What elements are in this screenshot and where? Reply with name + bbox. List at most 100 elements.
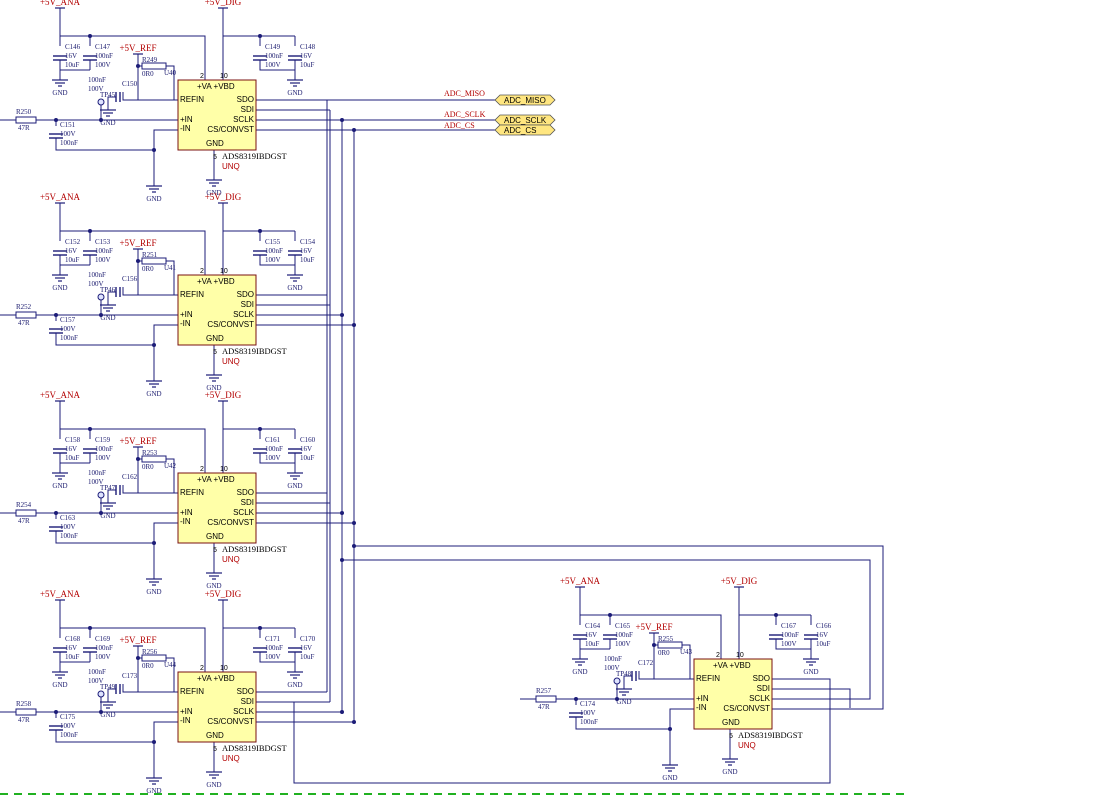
capacitor-value: 100nF — [60, 731, 78, 739]
resistor — [657, 641, 683, 649]
pin-sdi: SDI — [241, 300, 254, 309]
pin-refin: REFIN — [180, 687, 204, 696]
wire — [122, 684, 138, 693]
gnd-label: GND — [662, 774, 677, 782]
pin-cs: CS/CONVST — [723, 704, 770, 713]
pin-va-vbd: +VA +VBD — [197, 82, 235, 91]
pin-gnd: GND — [206, 139, 224, 148]
pin-sdo: SDO — [237, 488, 254, 497]
gnd-label: GND — [287, 482, 302, 490]
wire-va — [59, 401, 206, 473]
pin-va-vbd: +VA +VBD — [197, 277, 235, 286]
capacitor-ref: C168 — [65, 635, 81, 643]
capacitor-value: 100nF — [60, 334, 78, 342]
resistor — [141, 62, 167, 70]
wire — [55, 138, 154, 151]
junction-dot — [652, 643, 656, 647]
pin-sclk: SCLK — [233, 310, 255, 319]
resistor-value: 0R0 — [142, 265, 154, 273]
power-label: +5V_DIG — [721, 576, 758, 586]
resistor — [141, 455, 167, 463]
capacitor-ref: C150 — [122, 80, 138, 88]
capacitor-value: 100V — [781, 640, 797, 648]
junction-dot — [340, 118, 344, 122]
pin-gnd: GND — [206, 334, 224, 343]
label-layer: +5V_ANAC14616V10uFC147100nF100VGND+5V_DI… — [16, 0, 832, 795]
capacitor-value: 10uF — [65, 454, 80, 462]
resistor-ref: R251 — [142, 251, 158, 259]
capacitor-value: 16V — [65, 644, 77, 652]
pin-sdo: SDO — [237, 687, 254, 696]
junction-dot — [258, 427, 262, 431]
net-flag-label: ADC_CS — [504, 126, 536, 135]
pin-number: 2 — [716, 652, 720, 659]
resistor — [141, 257, 167, 265]
wire — [107, 96, 116, 104]
wire — [259, 453, 296, 464]
capacitor-value: 100V — [604, 664, 620, 672]
capacitor-ref: C146 — [65, 43, 81, 51]
resistor-ref: R255 — [658, 635, 674, 643]
resistor — [535, 695, 557, 703]
adc-ic-body — [177, 79, 257, 151]
capacitor-value: 10uF — [300, 454, 315, 462]
power-label: +5V_REF — [119, 635, 156, 645]
wire — [55, 730, 154, 743]
gnd-label: GND — [100, 711, 115, 719]
junction-dot — [88, 427, 92, 431]
pin-refin: REFIN — [696, 674, 720, 683]
gnd-label: GND — [100, 512, 115, 520]
junction-dot — [54, 313, 58, 317]
capacitor-ref: C153 — [95, 238, 111, 246]
pin-minus-in: -IN — [180, 319, 191, 328]
gnd-label: GND — [287, 89, 302, 97]
resistor — [15, 509, 37, 517]
net-flag — [494, 94, 556, 106]
capacitor-value: 100V — [95, 454, 111, 462]
power-label: +5V_REF — [635, 622, 672, 632]
junction-dot — [136, 64, 140, 68]
capacitor-ref: C155 — [265, 238, 281, 246]
junction-dot — [258, 229, 262, 233]
capacitor-value: 10uF — [585, 640, 600, 648]
capacitor-value: 100nF — [95, 644, 113, 652]
capacitor-value: 16V — [300, 52, 312, 60]
junction-dot — [99, 511, 103, 515]
testpoint — [97, 690, 105, 698]
pin-number: 2 — [200, 268, 204, 275]
pin-refin: REFIN — [180, 488, 204, 497]
capacitor-value: 16V — [300, 644, 312, 652]
testpoint — [97, 491, 105, 499]
capacitor-ref: C149 — [265, 43, 281, 51]
pin-va-vbd: +VA +VBD — [197, 475, 235, 484]
capacitor-value: 100nF — [781, 631, 799, 639]
capacitor-value: 10uF — [300, 61, 315, 69]
capacitor-ref: C166 — [816, 622, 832, 630]
gnd-label: GND — [206, 384, 221, 392]
capacitor-ref: C152 — [65, 238, 81, 246]
wire — [623, 675, 632, 683]
pin-number: 2 — [200, 73, 204, 80]
adc-ic-body — [177, 671, 257, 743]
junction-dot — [340, 558, 344, 562]
capacitor-ref: C170 — [300, 635, 316, 643]
wire — [55, 531, 154, 544]
power-label: +5V_ANA — [40, 192, 81, 202]
resistor-value: 47R — [18, 319, 30, 327]
pin-plus-in: +IN — [180, 115, 193, 124]
wire — [122, 92, 138, 101]
wire-va — [59, 600, 206, 672]
junction-dot — [608, 613, 612, 617]
power-label: +5V_DIG — [205, 390, 242, 400]
pin-number: 5 — [213, 349, 217, 356]
gnd-label: GND — [572, 668, 587, 676]
pin-sclk: SCLK — [233, 115, 255, 124]
gnd-label: GND — [146, 390, 161, 398]
resistor-ref: R252 — [16, 303, 32, 311]
net-label-miso: ADC_MISO — [444, 89, 485, 98]
ic-designator: U44 — [164, 661, 177, 669]
part-number: ADS8319IBDGST — [738, 730, 804, 740]
capacitor-value: 100nF — [88, 668, 106, 676]
wire — [122, 485, 138, 494]
